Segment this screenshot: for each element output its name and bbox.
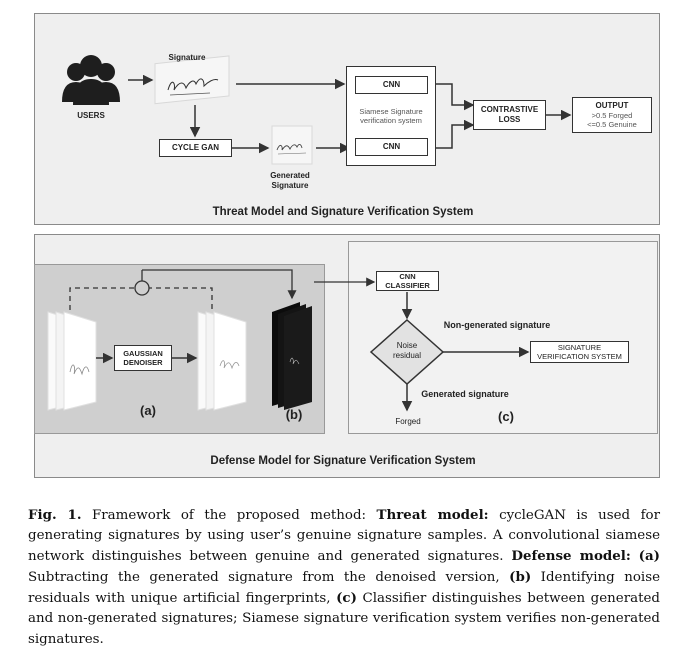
cnn-bottom-box: CNN [355, 138, 428, 156]
cyclegan-box: CYCLE GAN [159, 139, 232, 157]
denoised-signature-stack [197, 311, 247, 411]
caption-fig-label: Fig. 1. [28, 507, 82, 523]
noise-residual-stack [272, 302, 312, 410]
output-forged-rule: >0.5 Forged [591, 110, 633, 120]
label-a: (a) [140, 403, 156, 418]
noise-residual-label: Noise residual [392, 341, 421, 360]
defense-model-title: Defense Model for Signature Verification… [210, 455, 476, 467]
arrow-subtraction-to-residual [142, 269, 297, 300]
caption-a-text: Subtracting the generated signature from… [28, 570, 510, 586]
label-c: (c) [498, 409, 514, 424]
users-label: USERS [77, 111, 105, 120]
minus-operator-icon [134, 280, 150, 296]
signature-verification-box: SIGNATURE VERIFICATION SYSTEM [530, 341, 629, 363]
caption-a-bold: (a) [638, 548, 660, 565]
output-title: OUTPUT [595, 101, 629, 111]
generated-signature-label: Generated Signature [270, 171, 310, 190]
caption-b-bold: (b) [509, 569, 532, 586]
output-genuine-rule: <=0.5 Genuine [587, 119, 637, 129]
users-icon [62, 55, 120, 105]
threat-model-title: Threat Model and Signature Verification … [212, 206, 474, 218]
input-signature-stack [47, 311, 97, 411]
caption-threat-bold: Threat model: [376, 507, 489, 523]
caption-defense-bold: Defense model: [511, 548, 631, 565]
label-b: (b) [285, 407, 303, 422]
caption-b-text: Identifying noise residuals with unique … [28, 570, 660, 607]
output-box: OUTPUT >0.5 Forged <=0.5 Genuine [572, 97, 652, 133]
gaussian-denoiser-box: GAUSSIAN DENOISER [114, 345, 172, 371]
signature-sample-image [154, 55, 230, 105]
non-generated-label: Non-generated signature [443, 320, 551, 330]
cnn-classifier-box: CNN CLASSIFIER [376, 271, 439, 291]
arrow-cnn-bottom-to-loss [436, 119, 475, 149]
arrow-cnn-top-to-loss [436, 83, 475, 111]
cnn-top-box: CNN [355, 76, 428, 94]
caption-c-text: Classifier distinguishes between generat… [28, 591, 660, 647]
caption-c-bold: (c) [336, 590, 357, 607]
figure-caption: Fig. 1. Framework of the proposed method… [28, 505, 660, 650]
signature-label: Signature [168, 53, 206, 62]
caption-threat-text: cycleGAN is used for generating signatur… [28, 508, 660, 565]
contrastive-loss-box: CONTRASTIVE LOSS [473, 100, 546, 130]
generated-signature-image [271, 125, 313, 165]
caption-intro: Framework of the proposed method: [81, 508, 377, 523]
siamese-label: Siamese Signature verification system [359, 107, 423, 126]
generated-signature-branch-label: Generated signature [421, 389, 509, 399]
forged-label: Forged [395, 417, 421, 426]
